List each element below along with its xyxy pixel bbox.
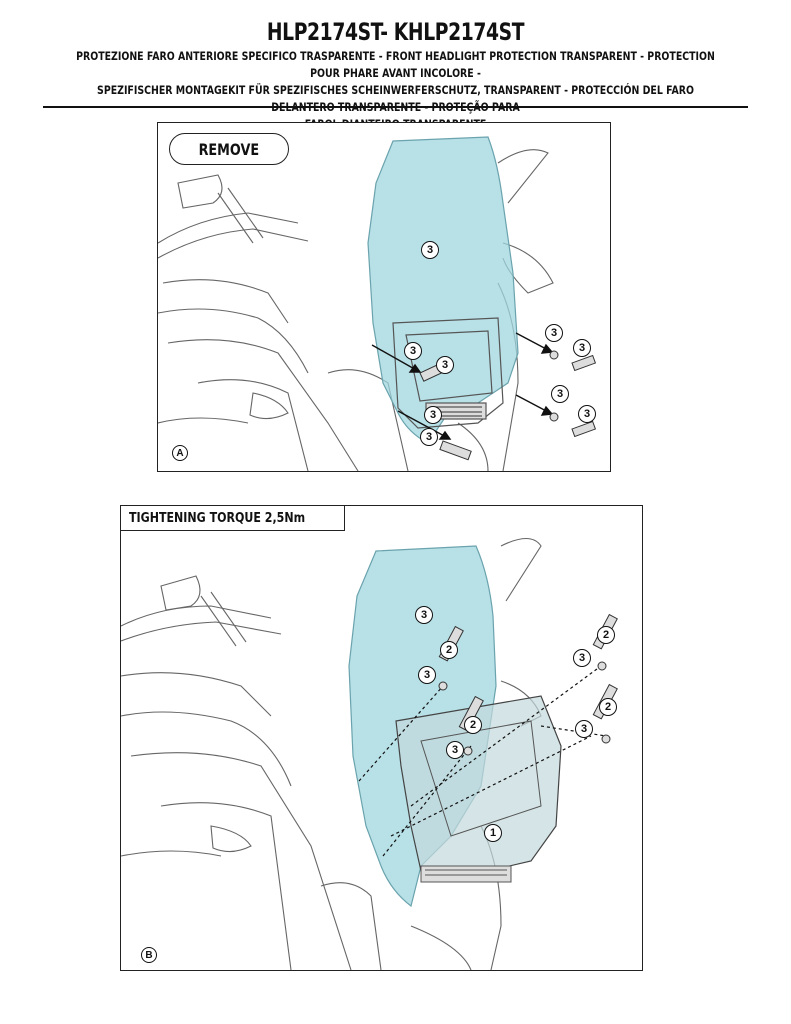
callout-part-2: 2 xyxy=(597,626,615,644)
callout-part-3: 3 xyxy=(415,606,433,624)
callout-part-3: 3 xyxy=(578,405,596,423)
remove-illustration xyxy=(158,136,597,471)
callout-part-3: 3 xyxy=(404,342,422,360)
callout-part-3: 3 xyxy=(421,241,439,259)
callout-part-3: 3 xyxy=(424,406,442,424)
callout-part-2: 2 xyxy=(464,716,482,734)
subtitle-line-2: SPEZIFISCHER MONTAGEKIT FÜR SPEZIFISCHES… xyxy=(97,84,694,114)
callout-part-3: 3 xyxy=(545,324,563,342)
install-illustration xyxy=(121,537,618,970)
callout-part-3: 3 xyxy=(575,720,593,738)
remove-label: REMOVE xyxy=(169,133,289,165)
callout-part-3: 3 xyxy=(446,741,464,759)
callout-part-3: 3 xyxy=(573,649,591,667)
document-subtitle: PROTEZIONE FARO ANTERIORE SPECIFICO TRAS… xyxy=(72,48,720,133)
callout-part-3: 3 xyxy=(573,339,591,357)
callout-part-3: 3 xyxy=(436,356,454,374)
callout-part-3: 3 xyxy=(418,666,436,684)
document-title: HLP2174ST- KHLP2174ST xyxy=(266,18,525,46)
step-letter: B xyxy=(141,947,157,963)
subtitle-line-1: PROTEZIONE FARO ANTERIORE SPECIFICO TRAS… xyxy=(76,50,715,80)
callout-part-2: 2 xyxy=(440,641,458,659)
panel-remove: REMOVE xyxy=(157,122,611,472)
callout-part-3: 3 xyxy=(420,428,438,446)
callout-part-2: 2 xyxy=(599,698,617,716)
panel-install: TIGHTENING TORQUE 2,5Nm xyxy=(120,505,643,971)
callout-part-1: 1 xyxy=(484,824,502,842)
callout-part-3: 3 xyxy=(551,385,569,403)
step-letter: A xyxy=(172,445,188,461)
header-divider xyxy=(43,106,748,108)
torque-label: TIGHTENING TORQUE 2,5Nm xyxy=(121,506,346,531)
